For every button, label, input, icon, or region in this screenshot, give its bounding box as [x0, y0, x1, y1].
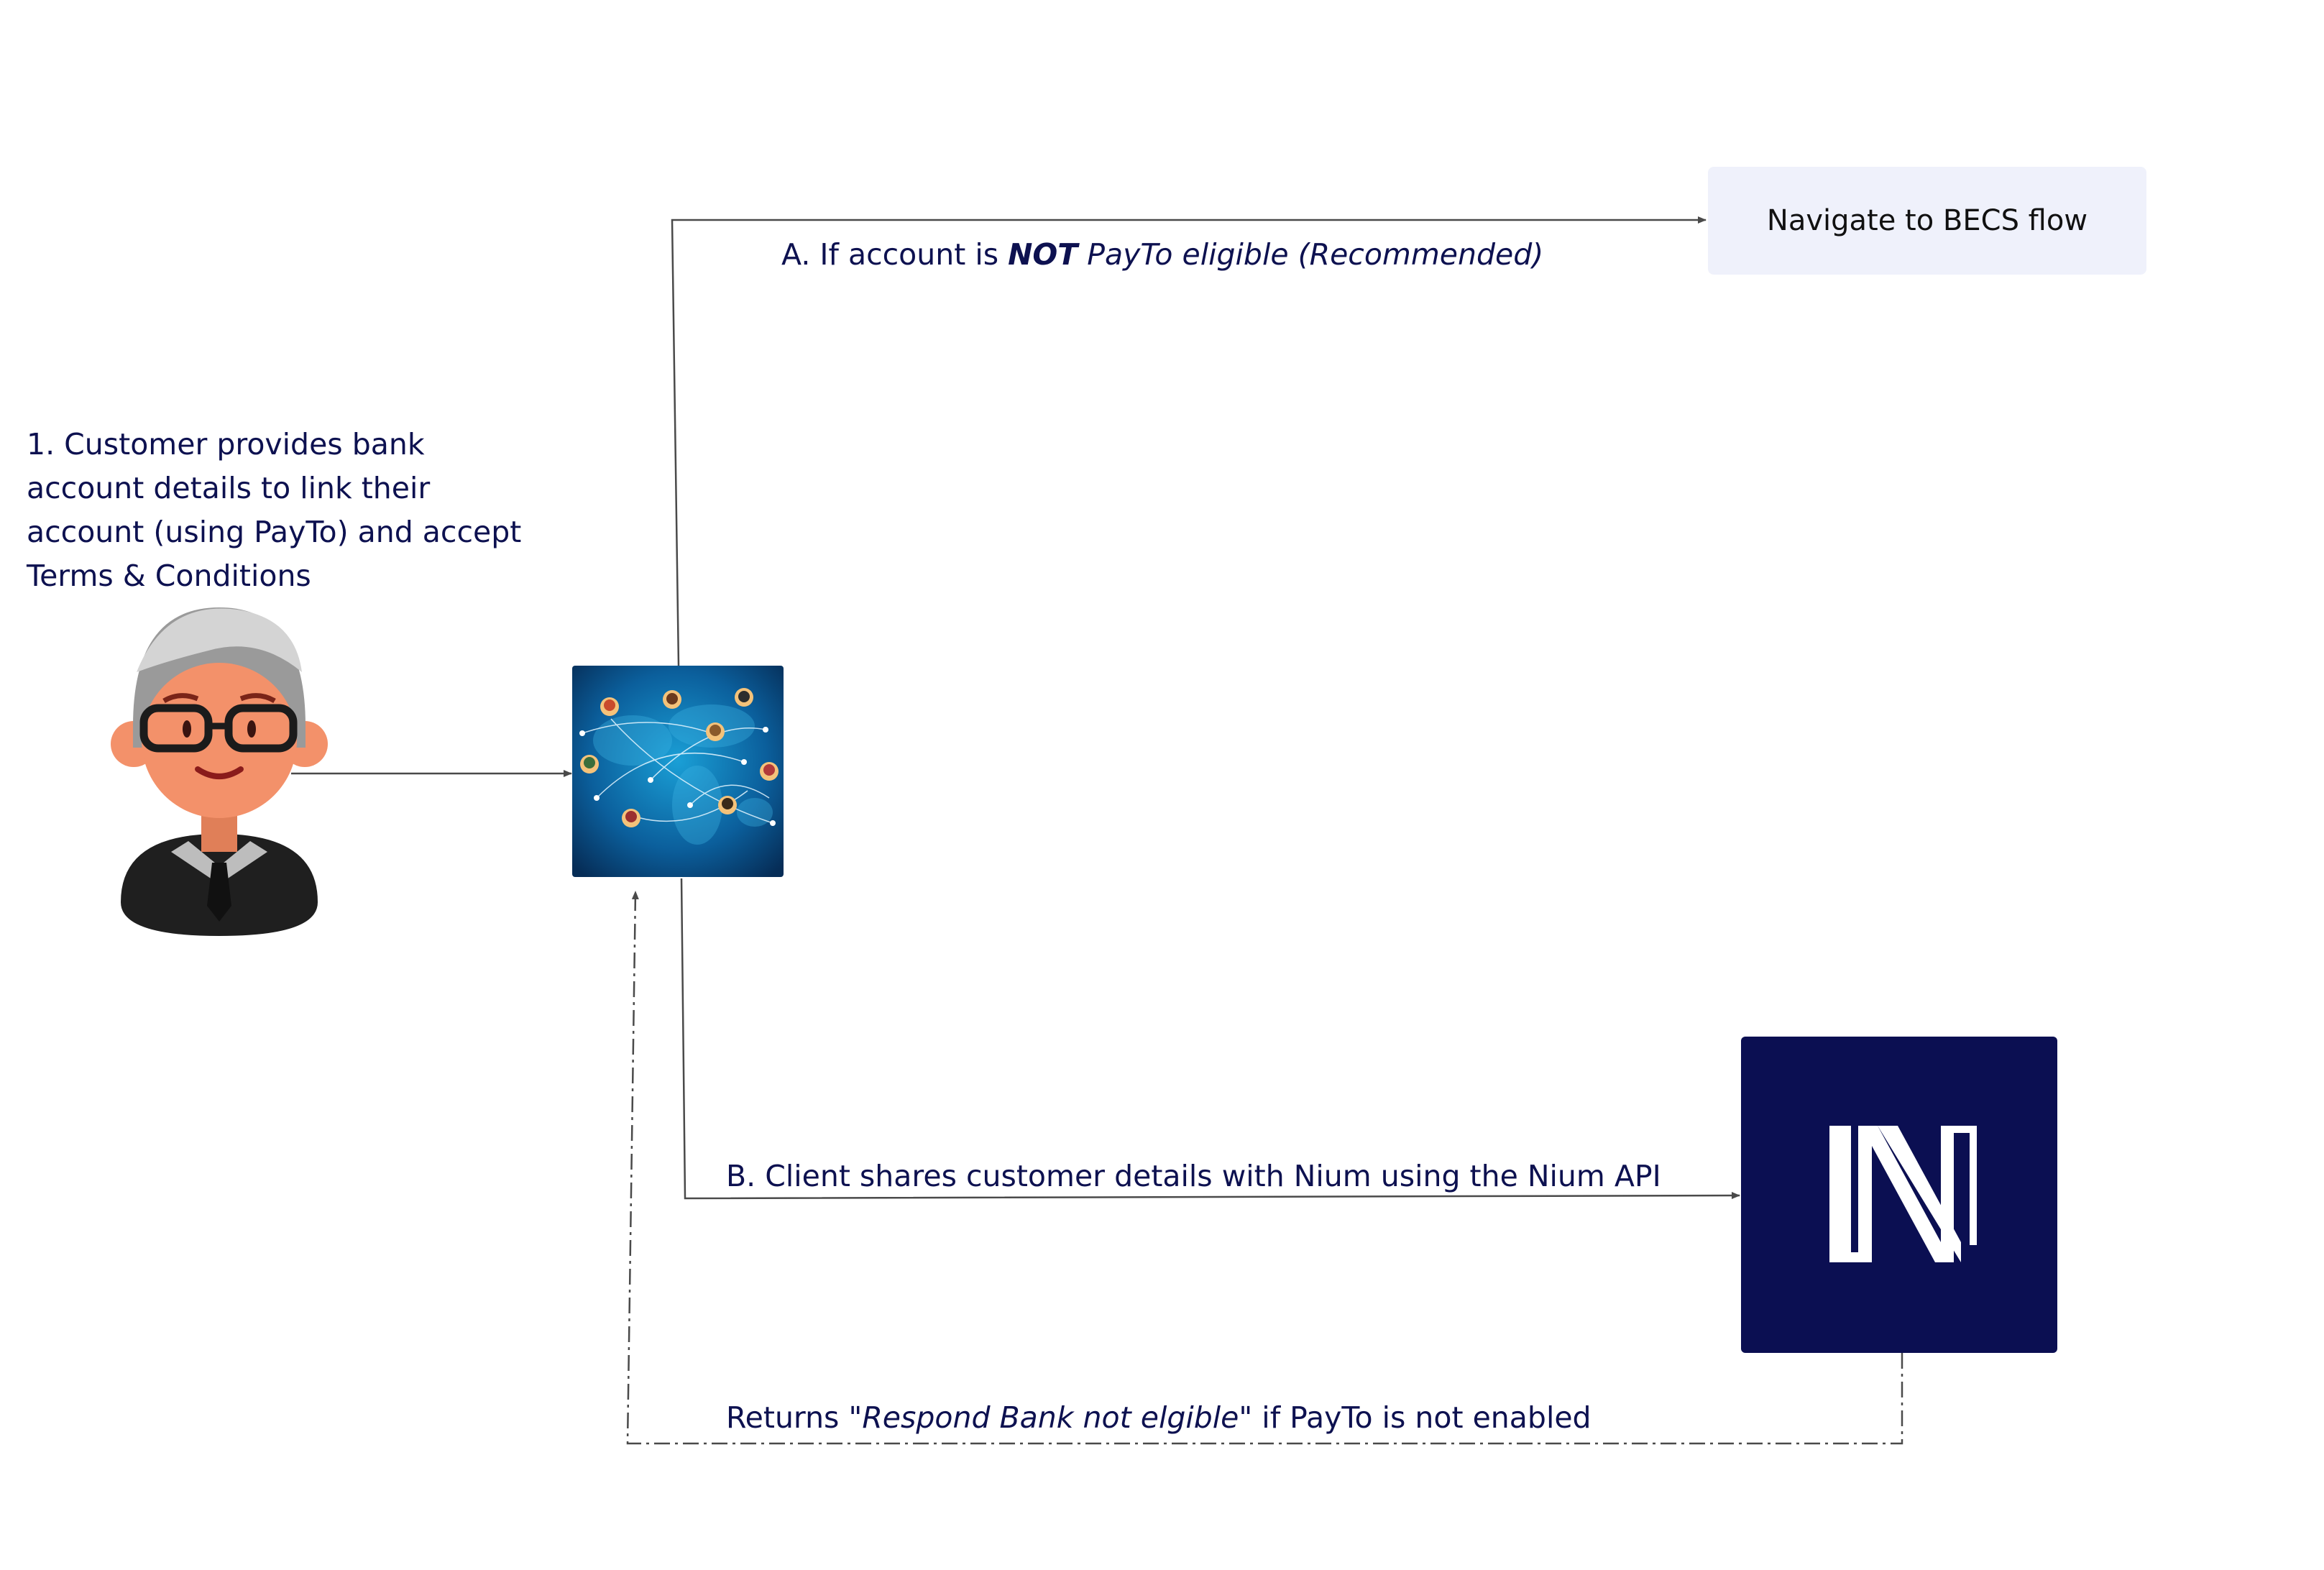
returns-label: Returns "Respond Bank not elgible" if Pa… — [726, 1396, 1592, 1440]
becs-flow-label: Navigate to BECS flow — [1766, 204, 2088, 237]
client-network-icon — [572, 666, 784, 877]
customer-avatar-icon — [111, 607, 328, 936]
returns-suffix: if PayTo is not enabled — [1252, 1400, 1592, 1435]
returns-prefix: Returns " — [726, 1400, 863, 1435]
connector-branch-a — [671, 216, 1707, 666]
branch-a-emphasis: NOT — [1008, 237, 1078, 272]
branch-a-prefix: A. If account is — [781, 237, 1009, 272]
customer-step-label: 1. Customer provides bank account detail… — [27, 427, 522, 593]
connector-returns — [626, 891, 1903, 1445]
branch-a-label: A. If account is NOT PayTo eligible (Rec… — [781, 233, 1543, 277]
becs-flow-node[interactable]: Navigate to BECS flow — [1708, 167, 2146, 275]
returns-emphasis: Respond Bank not elgible" — [862, 1400, 1253, 1435]
connector-branch-b — [680, 878, 1740, 1200]
nium-logo-icon — [1741, 1037, 2057, 1353]
branch-b-label: B. Client shares customer details with N… — [726, 1159, 1661, 1193]
branch-a-suffix: PayTo eligible (Recommended) — [1078, 237, 1544, 272]
